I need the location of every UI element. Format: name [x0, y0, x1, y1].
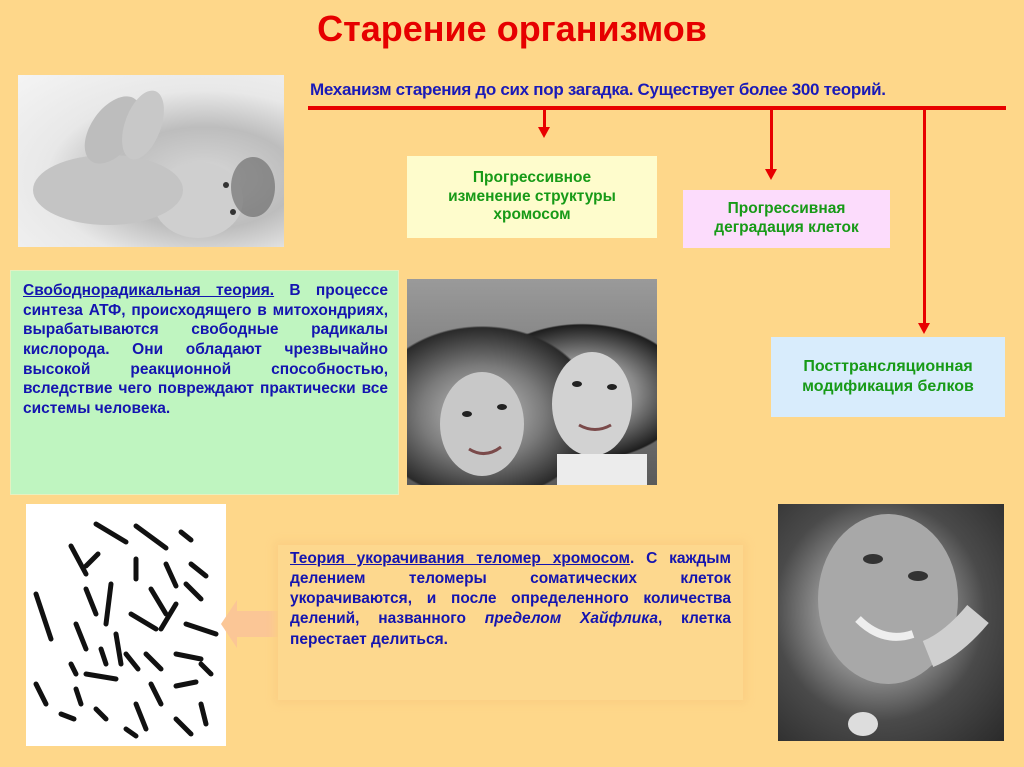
telomere-theory-text: Теория укорачивания теломер хромосом. С … — [278, 545, 743, 700]
telomere-heading: Теория укорачивания теломер хромосом — [290, 550, 630, 567]
connector-horizontal-line — [308, 106, 1006, 110]
elderly-person-photo — [778, 504, 1004, 741]
theory-box-cell-degradation: Прогрессивная деградация клеток — [683, 190, 890, 248]
hayflick-limit-term: пределом Хайфлика — [484, 610, 658, 628]
arrow-down-icon — [918, 323, 930, 334]
connector-line-3 — [923, 108, 926, 324]
baby-photo — [18, 75, 284, 247]
slide-title: Старение организмов — [317, 8, 707, 49]
arrow-down-icon — [765, 169, 777, 180]
young-women-photo — [407, 279, 657, 485]
slide-subtitle: Механизм старения до сих пор загадка. Су… — [310, 80, 886, 99]
free-radical-body: В процессе синтеза АТФ, происходящего в … — [23, 282, 388, 418]
theory-box-protein-modification: Посттрансляционная модификация белков — [771, 337, 1005, 417]
callout-arrow-tail — [236, 611, 278, 637]
free-radical-theory-text: Свободнорадикальная теория. В процессе с… — [10, 270, 399, 495]
connector-line-1 — [543, 108, 546, 128]
callout-arrow-left-icon — [221, 600, 237, 648]
free-radical-heading: Свободнорадикальная теория. — [23, 282, 275, 299]
chromosome-karyotype-image — [26, 504, 226, 746]
arrow-down-icon — [538, 127, 550, 138]
connector-line-2 — [770, 108, 773, 170]
theory-box-chromosome-structure: Прогрессивное изменение структуры хромос… — [407, 156, 657, 238]
